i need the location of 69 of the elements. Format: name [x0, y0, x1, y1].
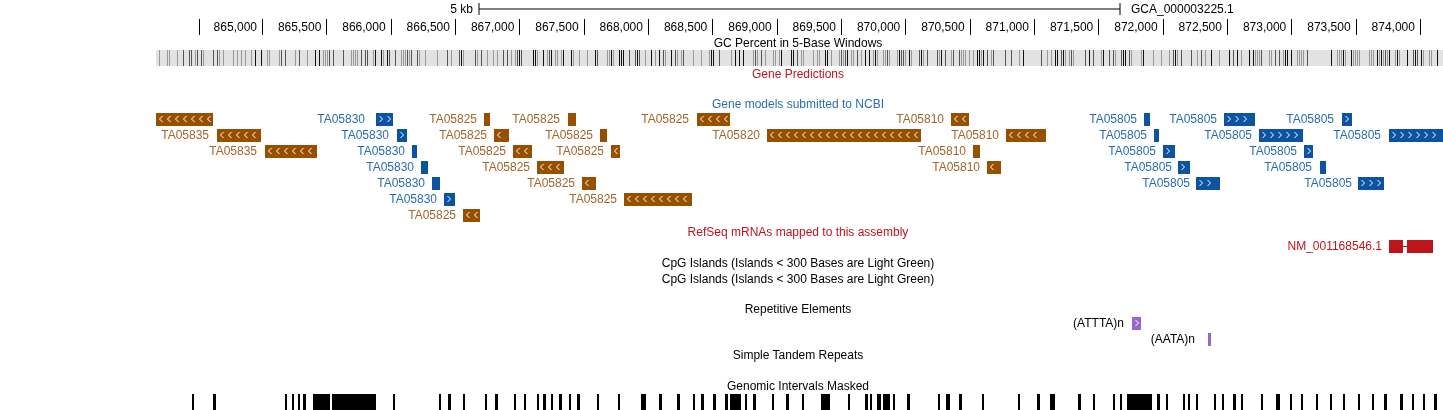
gene-label: TA05835	[209, 144, 257, 158]
track-title: Gene Predictions	[751, 67, 845, 81]
coordinate-label: 866,500	[406, 20, 450, 34]
gene-label: TA05825	[556, 144, 604, 158]
track-title: RefSeq mRNAs mapped to this assembly	[687, 225, 909, 239]
coordinate-label: 870,000	[856, 20, 901, 34]
gene-label: TA05805	[1249, 144, 1297, 158]
gene-label: TA05830	[389, 192, 437, 206]
gene-label: TA05805	[1333, 128, 1381, 142]
track-title: CpG Islands (Islands < 300 Bases are Light Green)	[661, 256, 935, 270]
coordinate-label: 869,000	[728, 20, 772, 34]
coordinate-label: 873,000	[1242, 20, 1287, 34]
gene-label: TA05810	[951, 128, 999, 142]
coordinate-label: 869,500	[792, 20, 836, 34]
gene-label: TA05805	[1124, 160, 1172, 174]
gene-label: TA05825	[641, 112, 689, 126]
coordinate-label: 871,000	[985, 20, 1029, 34]
coordinate-label: 867,000	[470, 20, 515, 34]
gene-label: TA05825	[429, 112, 477, 126]
gene-label: TA05805	[1142, 176, 1190, 190]
repeat-label: (ATTTA)n	[1073, 316, 1124, 330]
gene-label: TA05805	[1099, 128, 1147, 142]
gene-label: TA05810	[932, 160, 980, 174]
coordinate-label: 872,500	[1178, 20, 1222, 34]
transcript-label: NM_001168546.1	[1287, 239, 1382, 253]
gene-label: TA05825	[569, 192, 617, 206]
track-title: GC Percent in 5-Base Windows	[713, 36, 883, 50]
gene-label: TA05805	[1108, 144, 1156, 158]
coordinate-label: 872,000	[1114, 20, 1158, 34]
coordinate-label: 874,000	[1371, 20, 1415, 34]
gene-label: TA05805	[1286, 112, 1334, 126]
track-title: Genomic Intervals Masked	[726, 379, 870, 393]
gene-label: TA05825	[408, 208, 456, 222]
coordinate-label: 866,000	[342, 20, 386, 34]
coordinate-label: 870,500	[921, 20, 965, 34]
gene-label: TA05805	[1169, 112, 1217, 126]
gene-label: TA05805	[1264, 160, 1312, 174]
scale-label: 5 kb	[450, 2, 473, 16]
gene-label: TA05825	[512, 112, 560, 126]
gene-label: TA05805	[1304, 176, 1352, 190]
assembly-label: GCA_000003225.1	[1131, 2, 1234, 16]
gene-label: TA05825	[458, 144, 506, 158]
track-title: Simple Tandem Repeats	[732, 348, 864, 362]
coordinate-label: 867,500	[535, 20, 579, 34]
gene-label: TA05810	[918, 144, 966, 158]
coordinate-label: 865,000	[213, 20, 257, 34]
gene-label: TA05830	[317, 112, 365, 126]
gene-label: TA05825	[527, 176, 575, 190]
coordinate-label: 865,500	[277, 20, 322, 34]
gene-label: TA05805	[1204, 128, 1252, 142]
gene-label: TA05810	[896, 112, 944, 126]
gene-label: TA05825	[545, 128, 593, 142]
coordinate-label: 873,500	[1307, 20, 1351, 34]
gene-label: TA05830	[366, 160, 414, 174]
repeat-label: (AATA)n	[1150, 332, 1195, 346]
gene-label: TA05830	[357, 144, 405, 158]
coordinate-label: 868,500	[663, 20, 708, 34]
gene-label: TA05825	[439, 128, 487, 142]
coordinate-label: 868,000	[599, 20, 643, 34]
coordinate-label: 871,500	[1049, 20, 1094, 34]
gene-label: TA05825	[482, 160, 530, 174]
gene-label: TA05820	[712, 128, 760, 142]
track-title: CpG Islands (Islands < 300 Bases are Light Green)	[661, 272, 935, 286]
gene-label: TA05830	[377, 176, 425, 190]
gene-label: TA05835	[161, 128, 209, 142]
gene-label: TA05805	[1089, 112, 1137, 126]
gene-label: TA05830	[341, 128, 389, 142]
track-title: Repetitive Elements	[744, 302, 852, 316]
track-title: Gene models submitted to NCBI	[711, 97, 885, 111]
